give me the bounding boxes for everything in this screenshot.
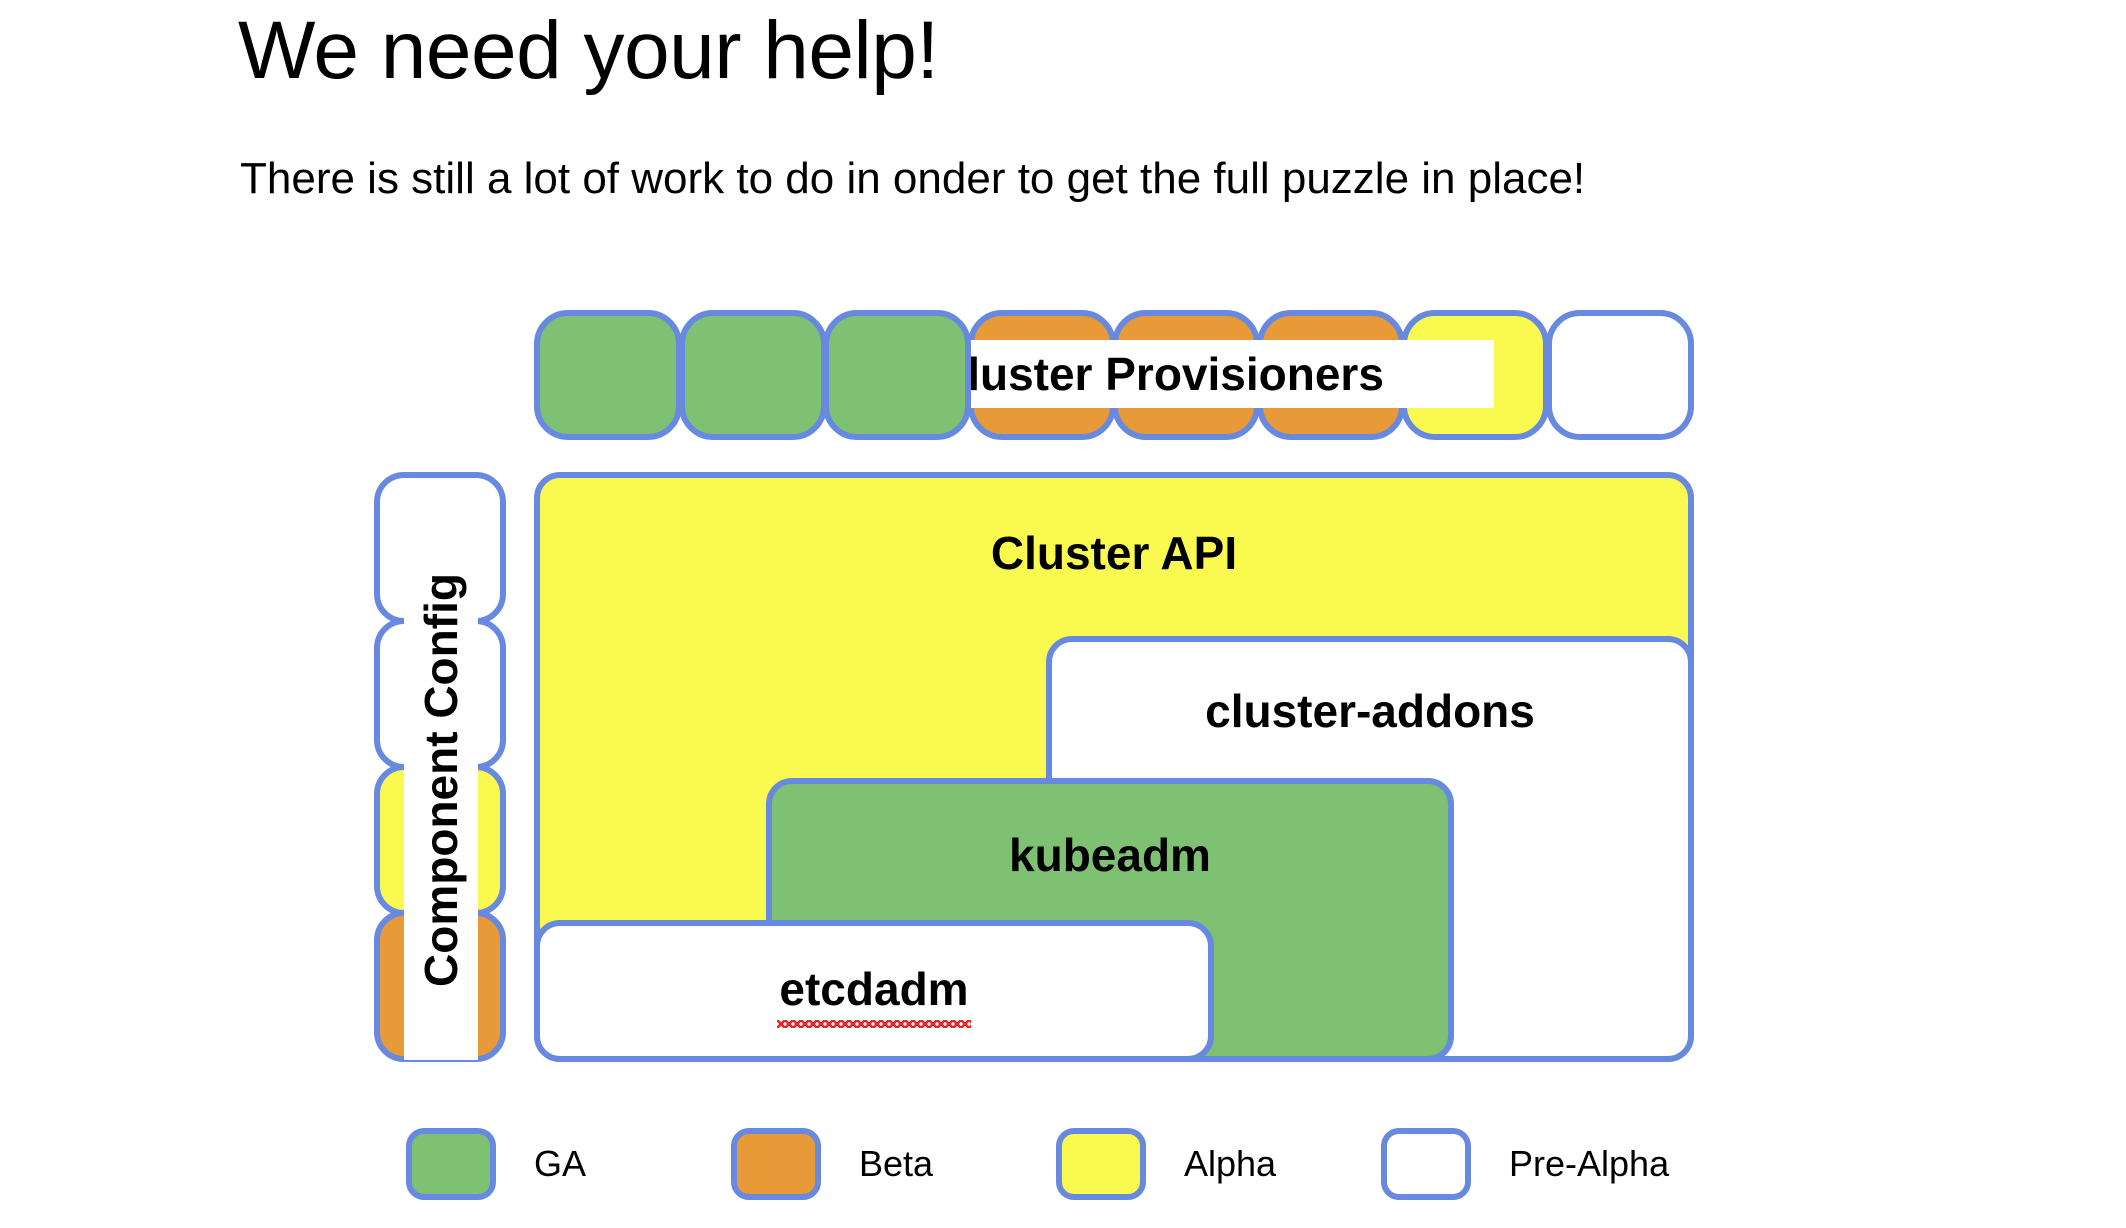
legend-label: Beta	[859, 1143, 934, 1184]
legend-item: GA	[406, 1124, 586, 1204]
cluster-addons-label: cluster-addons	[1205, 685, 1535, 737]
component-config-label: Component Config	[404, 500, 478, 1060]
legend-label: Alpha	[1184, 1143, 1277, 1184]
provisioner-pill[interactable]	[823, 310, 971, 440]
page-title: We need your help!	[238, 5, 939, 96]
legend-label: Pre-Alpha	[1509, 1143, 1670, 1184]
component-config-label-text: Component Config	[415, 573, 468, 987]
provisioner-pill[interactable]	[1546, 310, 1694, 440]
legend-label: GA	[534, 1143, 587, 1184]
legend-item: Beta	[731, 1124, 933, 1204]
page-subtitle: There is still a lot of work to do in on…	[240, 154, 1586, 203]
etcdadm-box[interactable]: etcdadm	[534, 920, 1214, 1062]
legend: GA Beta Alpha Pre-Alpha	[406, 1124, 1706, 1204]
legend-swatch	[1381, 1128, 1471, 1200]
legend-swatch	[406, 1128, 496, 1200]
legend-swatch	[731, 1128, 821, 1200]
legend-swatch	[1056, 1128, 1146, 1200]
legend-item: Pre-Alpha	[1381, 1124, 1669, 1204]
kubeadm-label: kubeadm	[1009, 829, 1211, 881]
provisioner-pill[interactable]	[679, 310, 827, 440]
legend-item: Alpha	[1056, 1124, 1276, 1204]
provisioner-pill[interactable]	[534, 310, 682, 440]
cluster-api-label: Cluster API	[990, 527, 1238, 579]
etcdadm-label-text: etcdadm	[777, 963, 971, 1028]
etcdadm-label: etcdadm	[540, 962, 1208, 1028]
